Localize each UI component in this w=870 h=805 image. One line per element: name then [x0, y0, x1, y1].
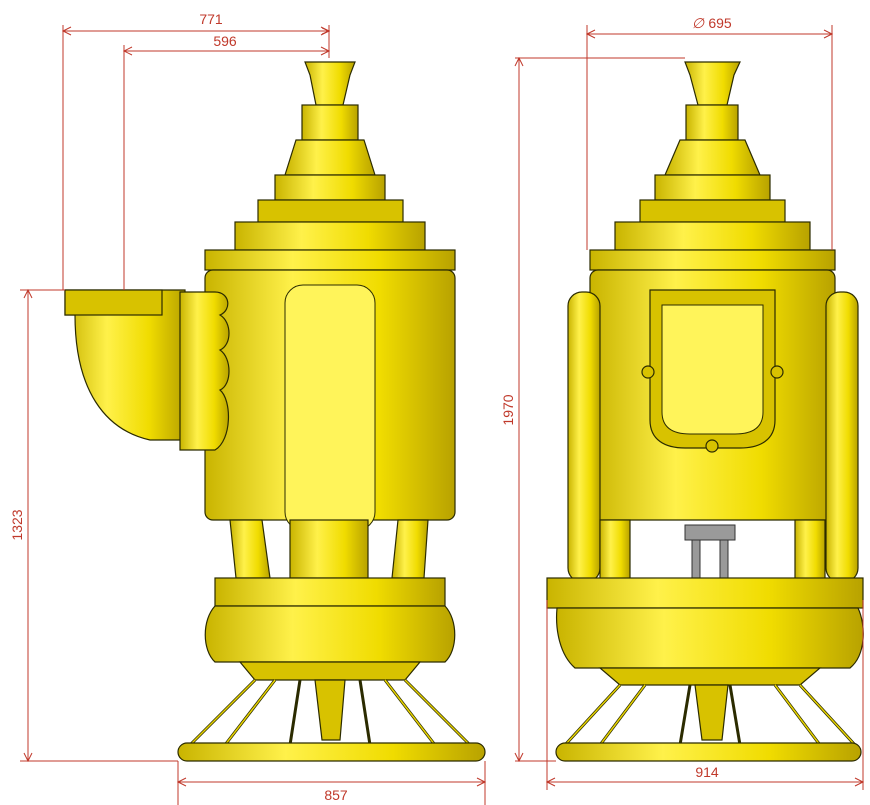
front-collar: [685, 104, 739, 141]
upper-collar: [301, 104, 359, 141]
cap-flange: [257, 199, 404, 223]
front-volute-bottom: [598, 667, 822, 686]
dim-857: 857: [324, 787, 348, 803]
column-left: [567, 291, 601, 583]
front-neck-flare: [664, 139, 761, 176]
front-leg-right: [794, 519, 826, 583]
front-volute: [555, 607, 864, 669]
bolt-ring: [204, 249, 456, 271]
front-bolt-ring: [589, 249, 836, 271]
bolt-right: [770, 365, 784, 379]
agitator: [314, 679, 346, 741]
leg-left: [229, 519, 271, 579]
top-neck: [304, 61, 356, 106]
center-column: [289, 519, 369, 579]
dimension-lines: [20, 25, 865, 805]
pump-front-view: [546, 61, 864, 762]
shaft-coupling: [684, 524, 736, 541]
front-cap: [654, 174, 771, 201]
volute-bottom: [238, 661, 422, 681]
volute: [204, 605, 456, 663]
casing-flange: [214, 577, 446, 607]
bolt-left: [641, 365, 655, 379]
dim-diameter-symbol: ∅: [692, 15, 705, 31]
front-agitator: [694, 684, 729, 741]
top-flange: [234, 221, 426, 251]
shaft-rod-right: [719, 539, 729, 583]
neck-flare: [284, 139, 376, 176]
bolt-bottom: [705, 439, 719, 453]
dim-914: 914: [695, 764, 719, 780]
base-ring: [177, 742, 486, 762]
front-base-ring: [555, 742, 862, 762]
pump-side-view: [64, 61, 486, 762]
front-casing-flange: [546, 577, 864, 609]
dim-1970: 1970: [500, 394, 516, 425]
dim-695: 695: [708, 15, 732, 31]
dim-596: 596: [213, 33, 237, 49]
column-right: [825, 291, 859, 583]
motor-cap: [274, 174, 386, 201]
dim-771: 771: [199, 11, 223, 27]
dim-1323: 1323: [9, 509, 25, 540]
leg-right: [391, 519, 429, 579]
cooling-jacket: [284, 284, 376, 531]
front-top-flange: [614, 221, 811, 251]
front-cap-flange: [639, 199, 786, 223]
outlet-flange: [64, 289, 163, 316]
front-top-neck: [684, 61, 741, 106]
inspection-cover: [661, 304, 764, 435]
outlet-elbow: [64, 289, 186, 441]
side-ribs: [179, 291, 230, 451]
front-leg-left: [599, 519, 631, 583]
shaft-rod-left: [691, 539, 701, 583]
